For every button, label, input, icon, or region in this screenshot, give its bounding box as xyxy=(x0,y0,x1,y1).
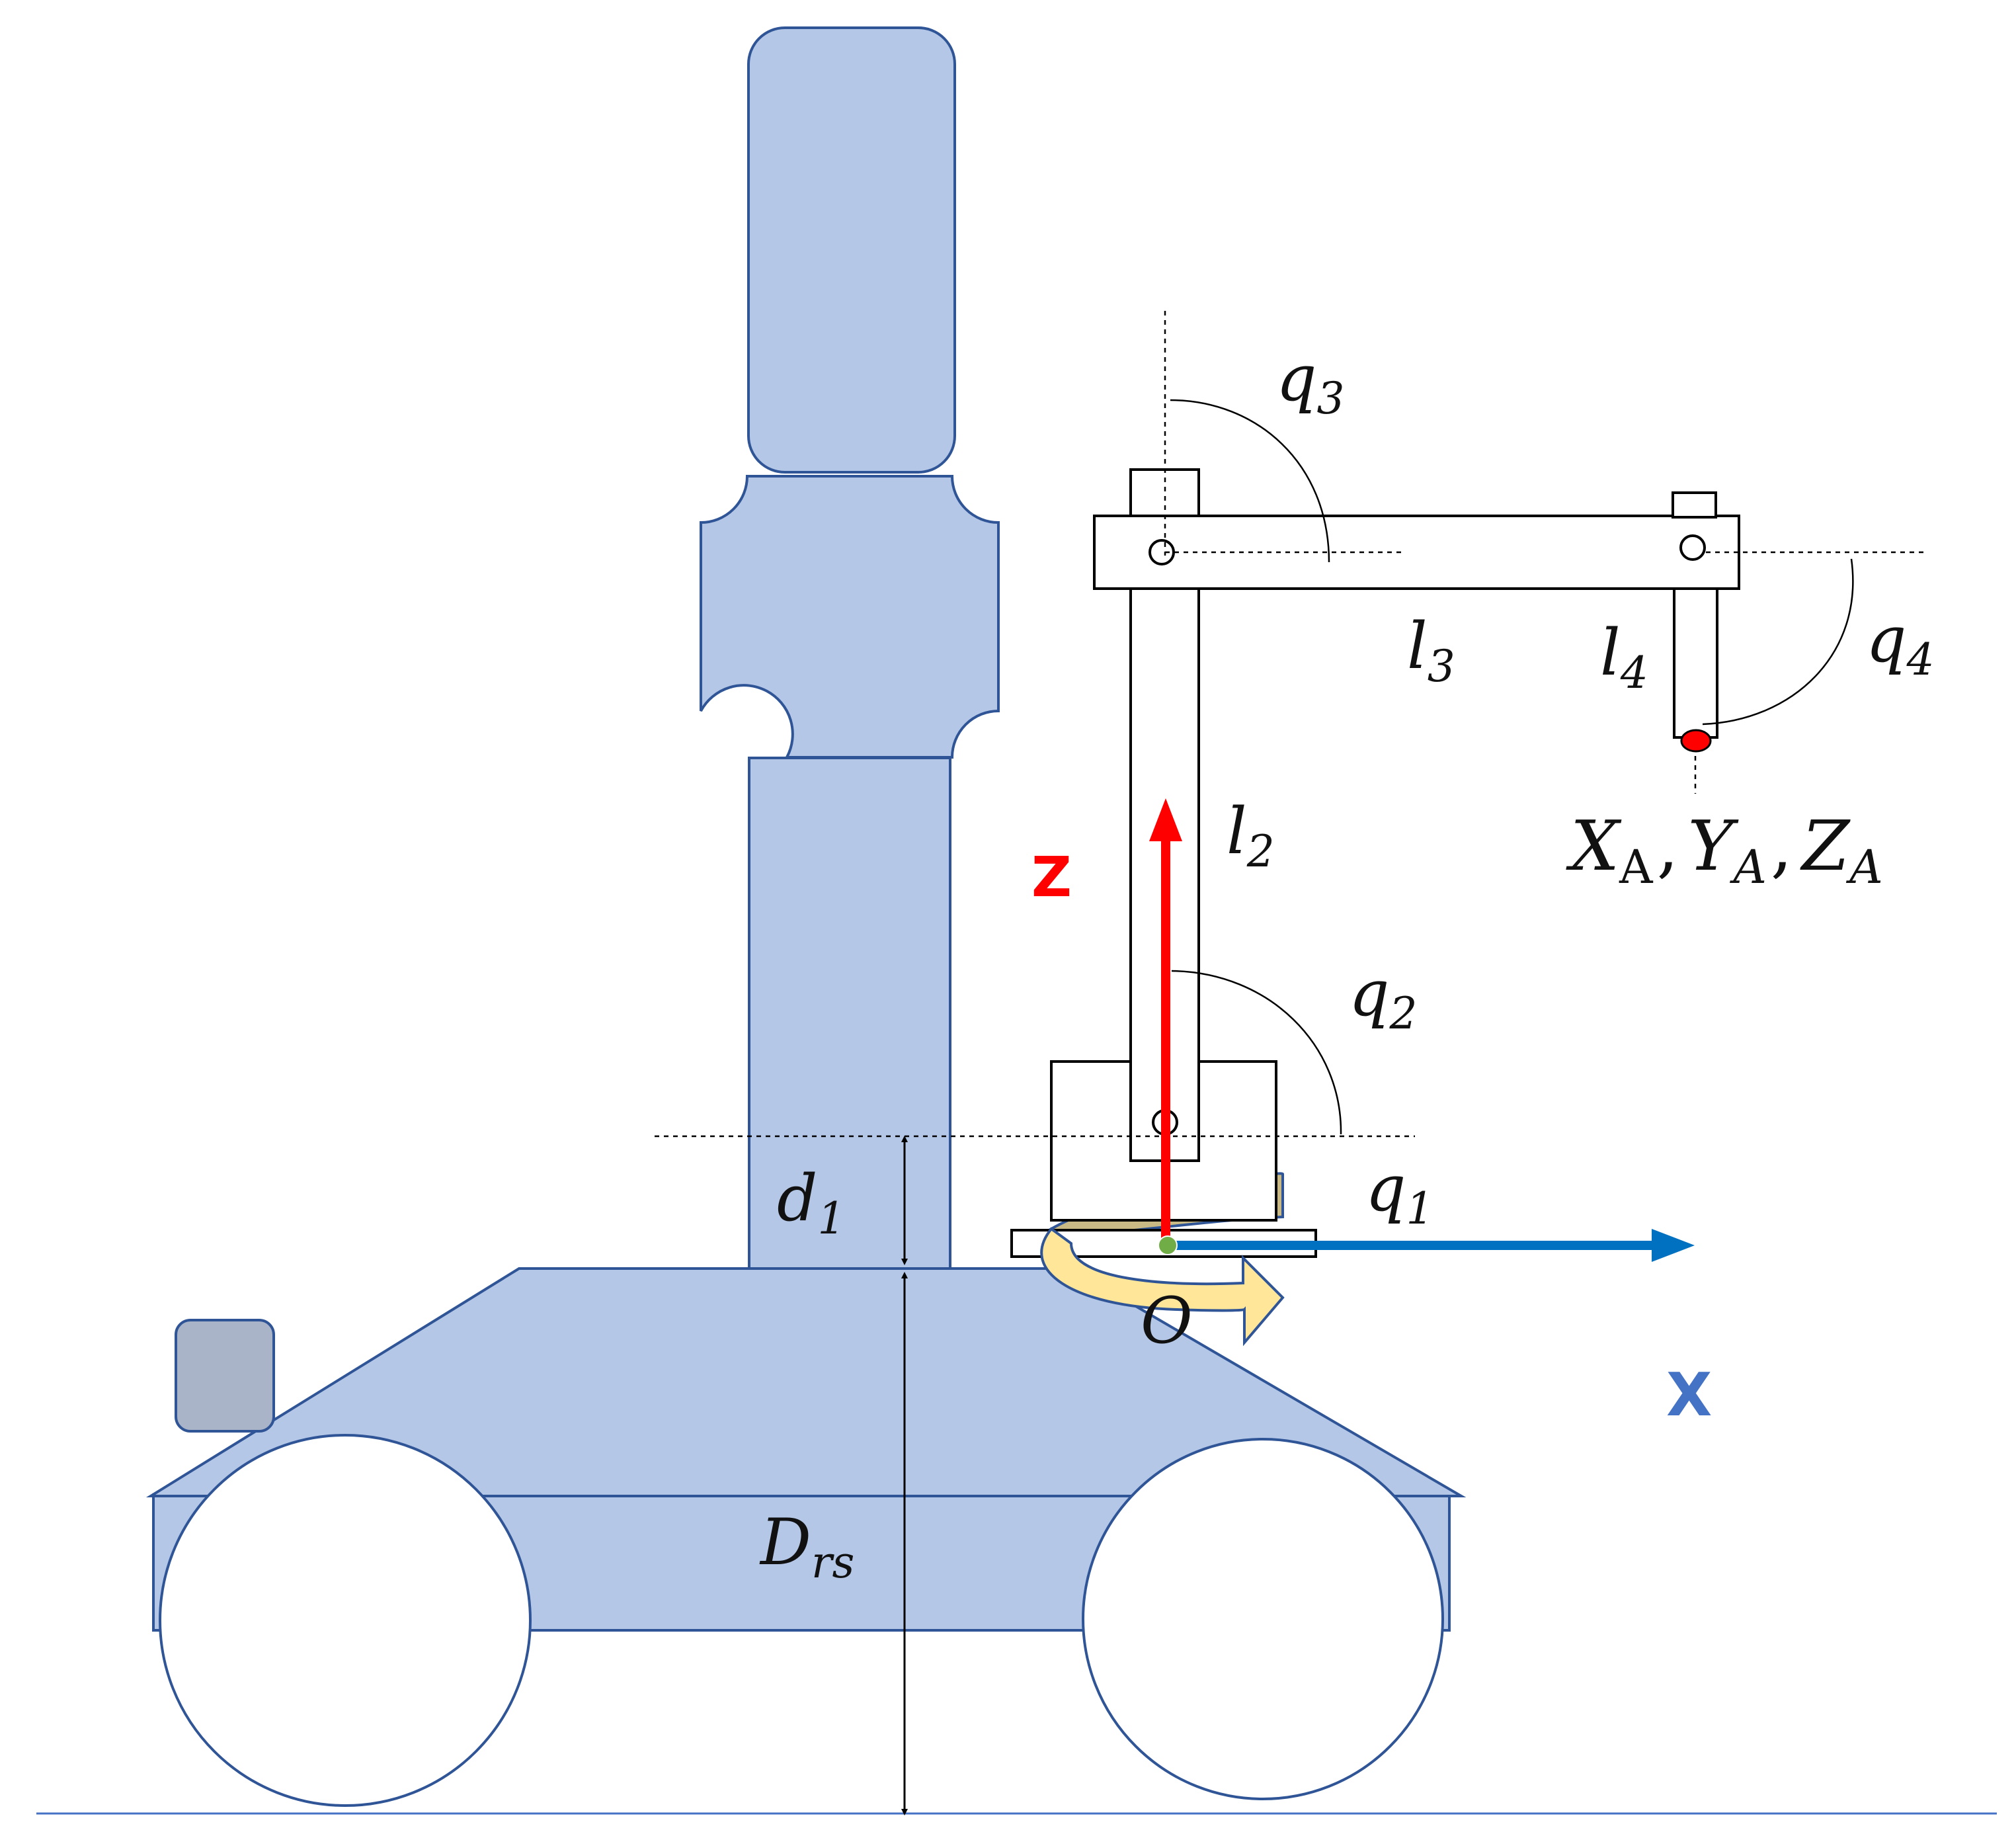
label-origin: O xyxy=(1141,1284,1193,1358)
label-d1: d1 xyxy=(777,1161,845,1244)
z-axis-head xyxy=(1149,798,1182,841)
label-drs: Drs xyxy=(759,1505,854,1588)
label-q3: q3 xyxy=(1276,341,1344,424)
label-end-effector: XA,YA,ZA xyxy=(1566,806,1883,894)
rear-wheel xyxy=(159,1434,532,1807)
label-q4: q4 xyxy=(1866,603,1934,685)
link-4-cap xyxy=(1672,491,1717,519)
front-wheel xyxy=(1082,1438,1444,1800)
label-l2: l2 xyxy=(1227,794,1275,877)
sensor-box xyxy=(175,1319,275,1433)
column-top xyxy=(747,26,956,474)
label-q1: q1 xyxy=(1365,1151,1433,1234)
z-axis-label: Z xyxy=(1031,845,1072,909)
link-4 xyxy=(1673,587,1718,739)
label-q2: q2 xyxy=(1349,956,1417,1039)
column-lower xyxy=(748,757,951,1270)
x-axis-head xyxy=(1652,1229,1695,1262)
angle-arcs xyxy=(1170,399,1854,1135)
link-3 xyxy=(1093,515,1740,590)
joint-4 xyxy=(1679,534,1706,561)
q4-arc xyxy=(1702,558,1854,726)
q2-arc xyxy=(1171,970,1342,1135)
joint-3 xyxy=(1149,539,1175,565)
label-l3: l3 xyxy=(1407,609,1455,692)
rotation-arrow-front xyxy=(1040,1227,1285,1347)
head-block xyxy=(700,475,1000,759)
end-effector-point xyxy=(1680,729,1712,753)
q3-arc xyxy=(1170,399,1330,563)
label-l4: l4 xyxy=(1600,616,1648,698)
robot-body xyxy=(145,26,1467,1632)
origin-point xyxy=(1158,1235,1178,1255)
x-axis-label: X xyxy=(1666,1360,1712,1430)
